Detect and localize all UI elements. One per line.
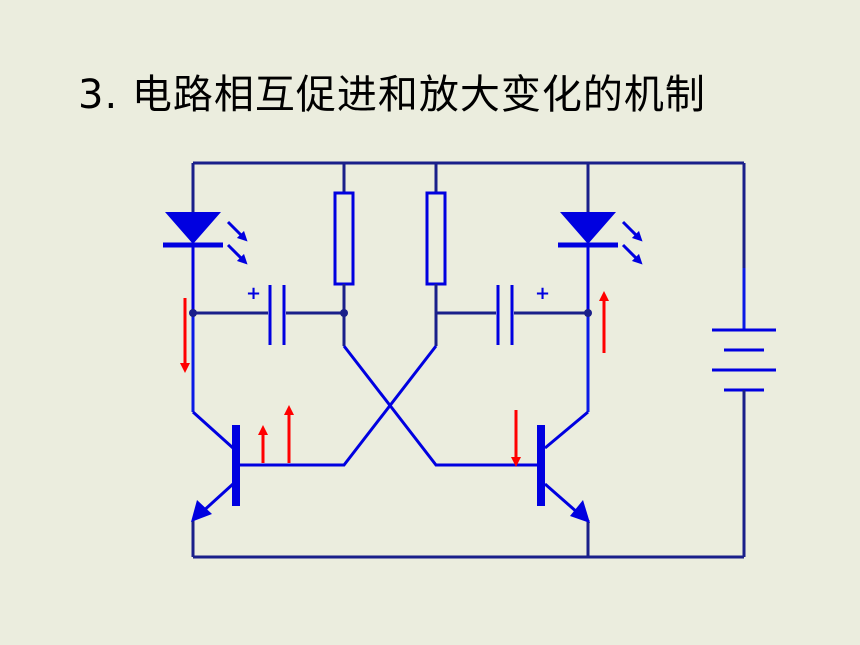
left-resistor: [333, 163, 355, 346]
cross-wire-left-resistor-to-right-base: [342, 345, 540, 467]
right-resistor-body: [425, 191, 447, 286]
slide-title: 3. 电路相互促进和放大变化的机制: [78, 72, 706, 118]
left-capacitor: [193, 285, 344, 345]
junction-left-resistor: [340, 309, 348, 317]
left-resistor-body: [333, 191, 355, 286]
right-led-light-arrow-2: [621, 243, 643, 265]
power-rails: [191, 161, 746, 559]
right-capacitor-plus-label: +: [535, 283, 550, 304]
junction-left-collector: [189, 309, 197, 317]
left-led-light-arrow-1: [226, 220, 248, 242]
right-transistor-collector: [544, 410, 589, 450]
battery: [712, 268, 776, 450]
junction-right-collector: [584, 309, 592, 317]
right-transistor-emitter-arrow-icon: [570, 500, 590, 523]
right-resistor: [425, 163, 447, 346]
left-transistor-collector: [191, 410, 235, 450]
junction-dots: [189, 309, 592, 317]
right-capacitor: [436, 285, 588, 345]
change-arrows: [180, 291, 609, 467]
left-transistor: [191, 410, 240, 522]
right-led-light-arrow-1: [621, 220, 643, 242]
cross-coupling-wires: [237, 345, 540, 467]
left-transistor-emitter-arrow-icon: [191, 500, 212, 522]
right-transistor-emitter: [544, 482, 579, 515]
left-led-light-arrow-2: [226, 243, 248, 265]
right-led-triangle-icon: [560, 212, 616, 244]
left-led: [163, 212, 248, 265]
cross-wire-right-resistor-to-left-base: [237, 345, 438, 467]
right-led: [558, 212, 643, 265]
right-transistor: [537, 410, 590, 523]
left-capacitor-plus-label: +: [246, 283, 261, 304]
left-led-triangle-icon: [165, 212, 221, 244]
